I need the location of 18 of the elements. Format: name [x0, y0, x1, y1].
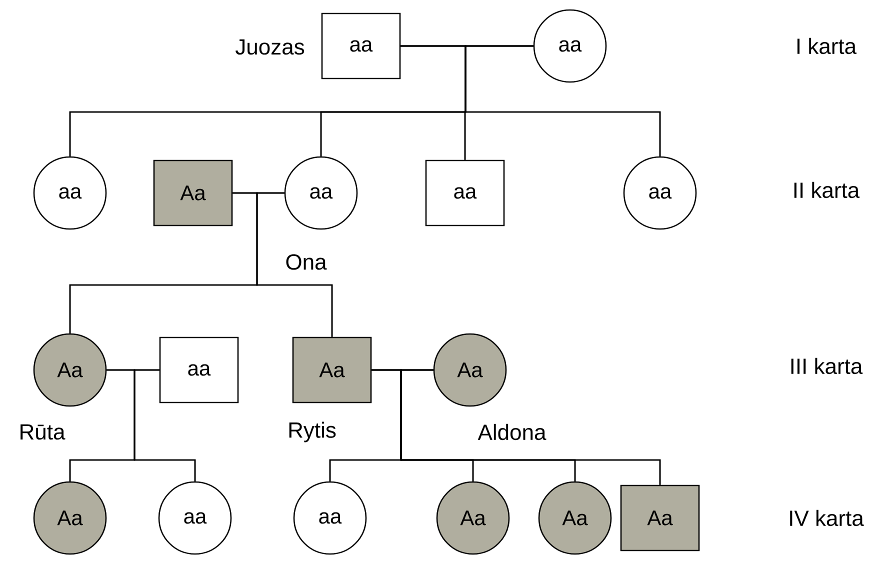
male-square: aa: [159, 336, 239, 404]
generation-label: II karta: [794, 182, 860, 198]
male-square: Aa: [292, 336, 372, 404]
name-label: Rytis: [289, 422, 336, 442]
generation-label: III karta: [791, 358, 863, 374]
male-square: Aa: [620, 484, 700, 552]
descent-line: [134, 369, 196, 482]
name-label: Aldona: [478, 424, 546, 440]
name-label: Juozas: [236, 39, 304, 55]
male-square: aa: [425, 160, 505, 226]
generation-label: I karta: [797, 38, 857, 54]
descent-line: [256, 192, 333, 337]
name-label: Rūta: [20, 424, 66, 440]
descent-line: [464, 45, 661, 156]
male-square: aa: [321, 12, 401, 80]
name-label: Ona: [286, 254, 327, 270]
generation-label: IV karta: [790, 510, 864, 526]
male-square: Aa: [153, 160, 233, 226]
